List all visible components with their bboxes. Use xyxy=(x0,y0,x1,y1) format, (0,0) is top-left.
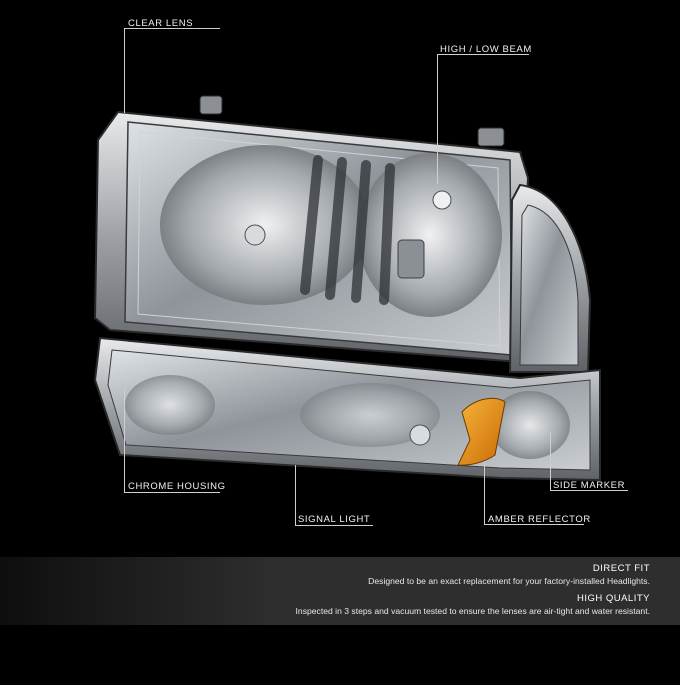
clear-lens-leader-vertical xyxy=(124,28,125,113)
feature-text-direct-fit: Designed to be an exact replacement for … xyxy=(368,576,650,586)
side-marker-leader-horizontal xyxy=(550,490,628,491)
chrome-housing-label: CHROME HOUSING xyxy=(128,481,226,492)
feature-title-high-quality: HIGH QUALITY xyxy=(576,593,650,604)
mounting-tabs xyxy=(199,95,505,147)
clear-lens-label: CLEAR LENS xyxy=(128,18,194,29)
signal-light-leader-vertical xyxy=(295,465,296,525)
signal-light-label: SIGNAL LIGHT xyxy=(298,514,371,525)
high-low-beam-label: HIGH / LOW BEAM xyxy=(440,44,532,55)
side-marker-lens xyxy=(508,183,592,373)
feature-title-direct-fit: DIRECT FIT xyxy=(592,563,650,574)
amber-reflector-leader-horizontal xyxy=(484,524,584,525)
amber-reflector xyxy=(457,397,506,466)
chrome-housing-leader-vertical xyxy=(124,388,125,492)
chrome-housing-leader-horizontal xyxy=(124,492,220,493)
feature-text-high-quality: Inspected in 3 steps and vacuum tested t… xyxy=(295,606,650,616)
side-marker-label: SIDE MARKER xyxy=(553,480,626,491)
clear-lens-leader-horizontal xyxy=(124,28,220,29)
beam-leader-horizontal xyxy=(437,54,529,55)
feature-info-banner: DIRECT FIT Designed to be an exact repla… xyxy=(0,557,680,625)
headlight-reflector xyxy=(160,145,502,317)
amber-reflector-label: AMBER REFLECTOR xyxy=(488,514,591,525)
beam-leader-vertical xyxy=(437,54,438,184)
signal-light-leader-horizontal xyxy=(295,525,373,526)
side-marker-leader-vertical xyxy=(550,432,551,490)
amber-reflector-leader-vertical xyxy=(484,462,485,524)
